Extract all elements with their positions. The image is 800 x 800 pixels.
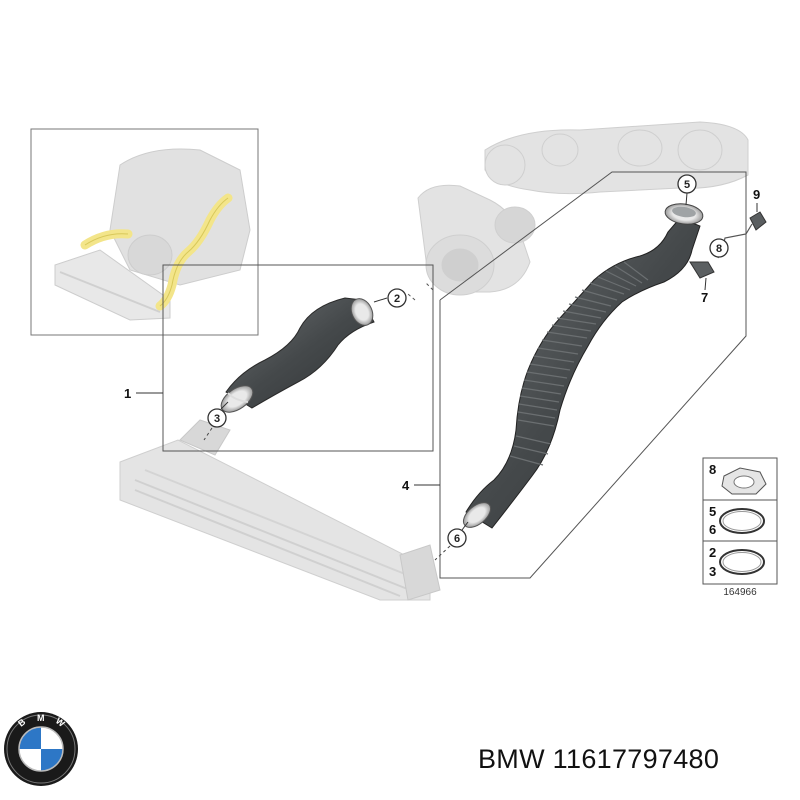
ghost-intercooler — [119, 419, 441, 601]
leader-1: 1 — [124, 386, 163, 401]
svg-text:5: 5 — [684, 179, 690, 191]
bmw-roundel-logo: B M W — [4, 712, 78, 786]
svg-text:8: 8 — [716, 243, 722, 255]
svg-text:7: 7 — [701, 290, 708, 305]
svg-text:3: 3 — [709, 564, 716, 579]
hose-part-1 — [220, 297, 375, 413]
leader-4: 4 — [402, 478, 440, 493]
leader-9: 9 — [753, 187, 760, 212]
svg-text:9: 9 — [753, 187, 760, 202]
callout-2: 2 — [373, 288, 407, 308]
seal-ring-icon-2-3 — [719, 549, 765, 575]
svg-text:M: M — [37, 713, 45, 723]
svg-text:B: B — [16, 716, 28, 728]
svg-text:5: 5 — [709, 504, 716, 519]
svg-text:164966: 164966 — [723, 587, 757, 598]
svg-text:2: 2 — [709, 545, 716, 560]
svg-text:6: 6 — [709, 522, 716, 537]
callout-3: 3 — [203, 401, 229, 441]
svg-text:2: 2 — [394, 293, 400, 305]
svg-text:6: 6 — [454, 533, 460, 545]
svg-text:4: 4 — [402, 478, 410, 493]
callout-6: 6 — [434, 521, 469, 561]
seal-ring-icon-5-6 — [719, 508, 765, 534]
small-parts-legend: 8 5 6 2 3 164966 — [702, 457, 778, 598]
engine-overview-inset — [30, 128, 259, 336]
leader-7: 7 — [701, 277, 708, 305]
callout-8: 8 — [709, 238, 729, 258]
svg-text:1: 1 — [124, 386, 131, 401]
assembly-boundary-lines — [162, 171, 747, 579]
part-number-caption: BMW 11617797480 — [478, 744, 720, 774]
svg-text:8: 8 — [709, 462, 716, 477]
hose-part-4 — [462, 203, 715, 529]
callout-5: 5 — [677, 174, 697, 206]
ghost-manifold — [417, 121, 749, 296]
svg-text:3: 3 — [214, 413, 220, 425]
